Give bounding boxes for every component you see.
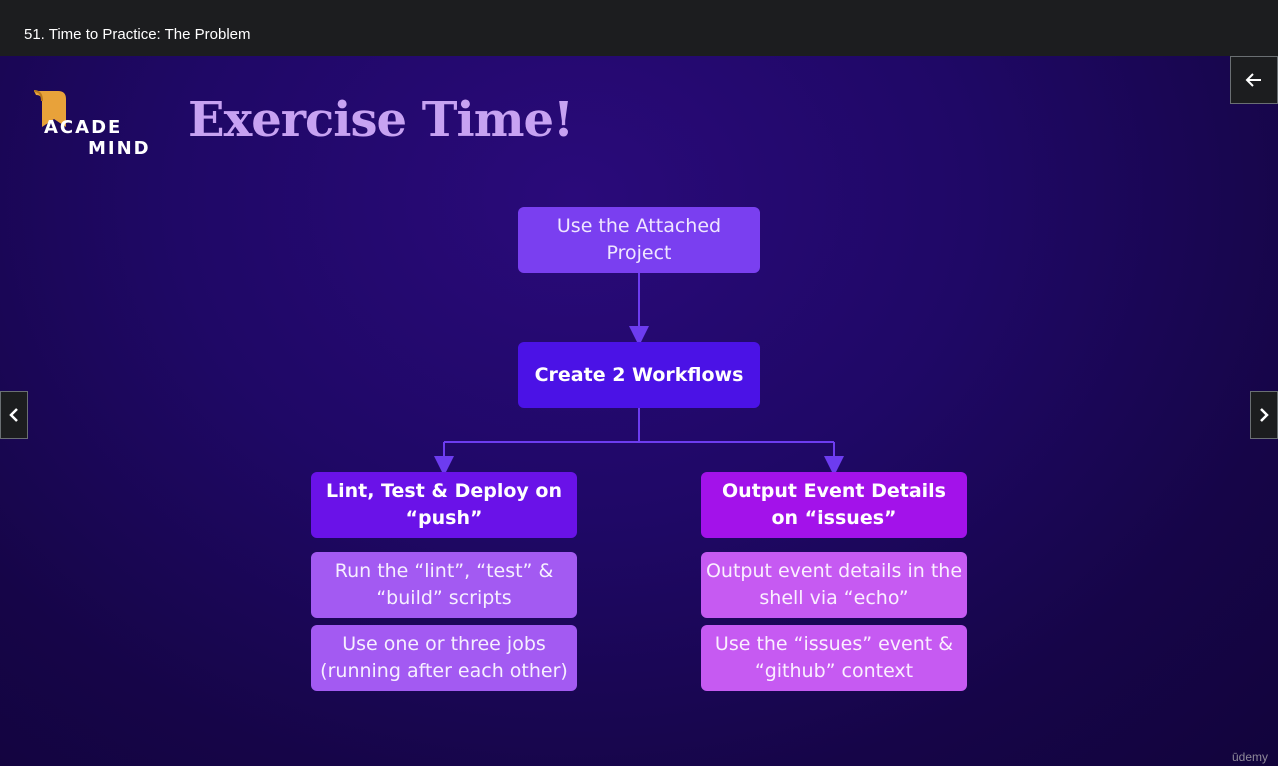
box-text: Use one or three jobs (running after eac…	[320, 633, 568, 682]
box-output-via-echo: Output event details in the shell via “e…	[701, 552, 967, 618]
box-use-attached-project: Use the Attached Project	[518, 207, 760, 273]
back-button[interactable]	[1230, 56, 1278, 104]
arrow-left-icon	[1245, 73, 1261, 87]
box-text: Run the “lint”, “test” & “build” scripts	[334, 560, 554, 609]
box-text: Output event details in the shell via “e…	[705, 560, 963, 609]
box-text: Use the “issues” event & “github” contex…	[714, 633, 954, 682]
box-issues-event-context: Use the “issues” event & “github” contex…	[701, 625, 967, 691]
slide-canvas: ACADE MIND Exercise Time! Use the Attach…	[0, 56, 1278, 766]
chevron-right-icon	[1260, 408, 1269, 422]
bookmark-logo-icon	[33, 90, 66, 127]
academind-logo: ACADE MIND	[32, 89, 162, 161]
udemy-watermark: ūdemy	[1231, 750, 1268, 764]
logo-text-line2: MIND	[88, 138, 151, 159]
box-run-scripts: Run the “lint”, “test” & “build” scripts	[311, 552, 577, 618]
box-text: Output Event Details on “issues”	[722, 480, 946, 529]
box-output-event-details: Output Event Details on “issues”	[701, 472, 967, 538]
flow-connectors	[434, 273, 844, 476]
box-text: Lint, Test & Deploy on “push”	[326, 480, 562, 529]
box-lint-test-deploy: Lint, Test & Deploy on “push”	[311, 472, 577, 538]
slide-heading: Exercise Time!	[188, 92, 574, 148]
box-text: Use the Attached Project	[556, 215, 722, 264]
box-create-workflows: Create 2 Workflows	[518, 342, 760, 408]
lecture-header: 51. Time to Practice: The Problem	[0, 0, 1278, 56]
box-use-jobs: Use one or three jobs (running after eac…	[311, 625, 577, 691]
previous-lecture-button[interactable]	[0, 391, 28, 439]
next-lecture-button[interactable]	[1250, 391, 1278, 439]
lecture-title: 51. Time to Practice: The Problem	[24, 26, 251, 43]
logo-text-line1: ACADE	[44, 117, 123, 138]
box-text: Create 2 Workflows	[534, 363, 744, 386]
chevron-left-icon	[9, 408, 18, 422]
